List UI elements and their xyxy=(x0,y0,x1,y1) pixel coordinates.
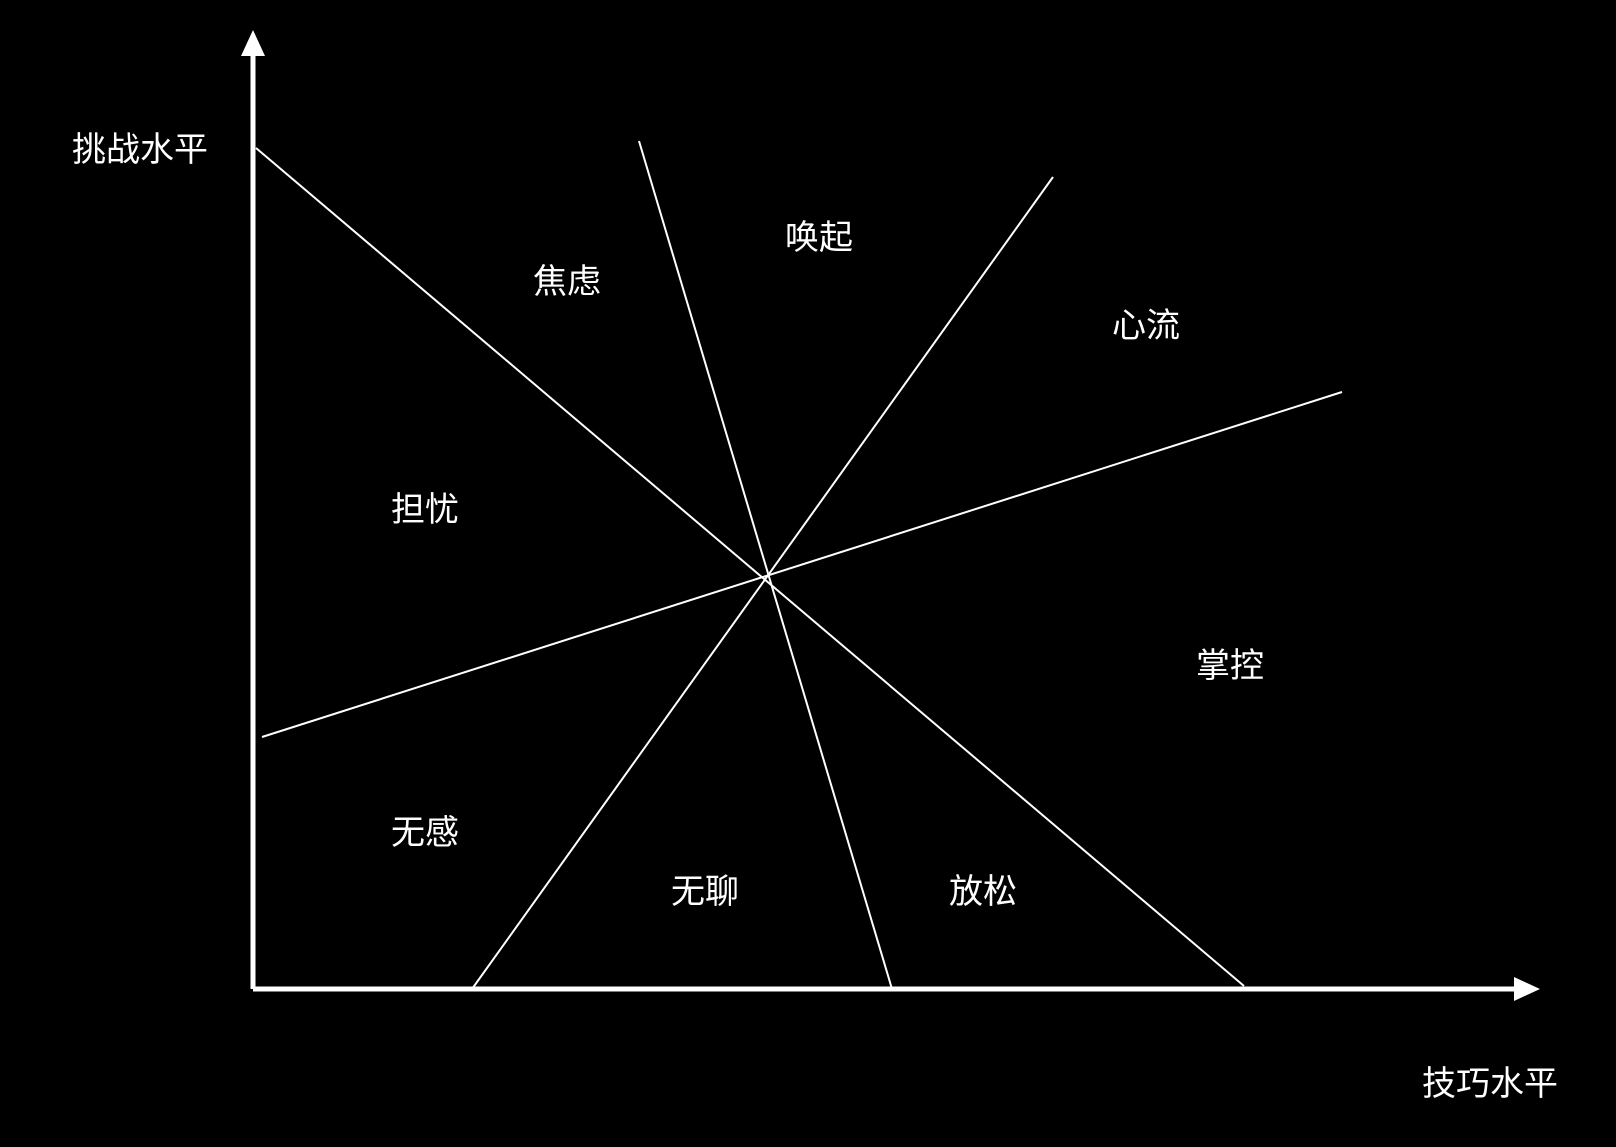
zone-label-anxiety: 焦虑 xyxy=(533,262,601,302)
boundary-worry-apathy-flow-control xyxy=(261,391,1343,738)
zone-label-arousal: 唤起 xyxy=(785,218,853,258)
boundary-arousal-flow-apathy-boredom xyxy=(471,176,1054,990)
boundary-anxiety-worry-relaxation-control xyxy=(255,147,1245,987)
zone-label-relaxation: 放松 xyxy=(949,872,1017,912)
zone-label-control: 掌控 xyxy=(1196,646,1264,686)
x-axis-arrow-icon xyxy=(1514,977,1540,1001)
zone-label-boredom: 无聊 xyxy=(671,872,739,912)
y-axis-arrow-icon xyxy=(241,30,265,56)
x-axis-label: 技巧水平 xyxy=(1422,1064,1558,1104)
zone-label-flow: 心流 xyxy=(1112,306,1180,346)
y-axis-label: 挑战水平 xyxy=(72,130,208,170)
zone-label-worry: 担忧 xyxy=(391,490,459,530)
zone-label-apathy: 无感 xyxy=(391,813,459,853)
boundary-anxiety-arousal-boredom-relaxation xyxy=(638,140,893,990)
